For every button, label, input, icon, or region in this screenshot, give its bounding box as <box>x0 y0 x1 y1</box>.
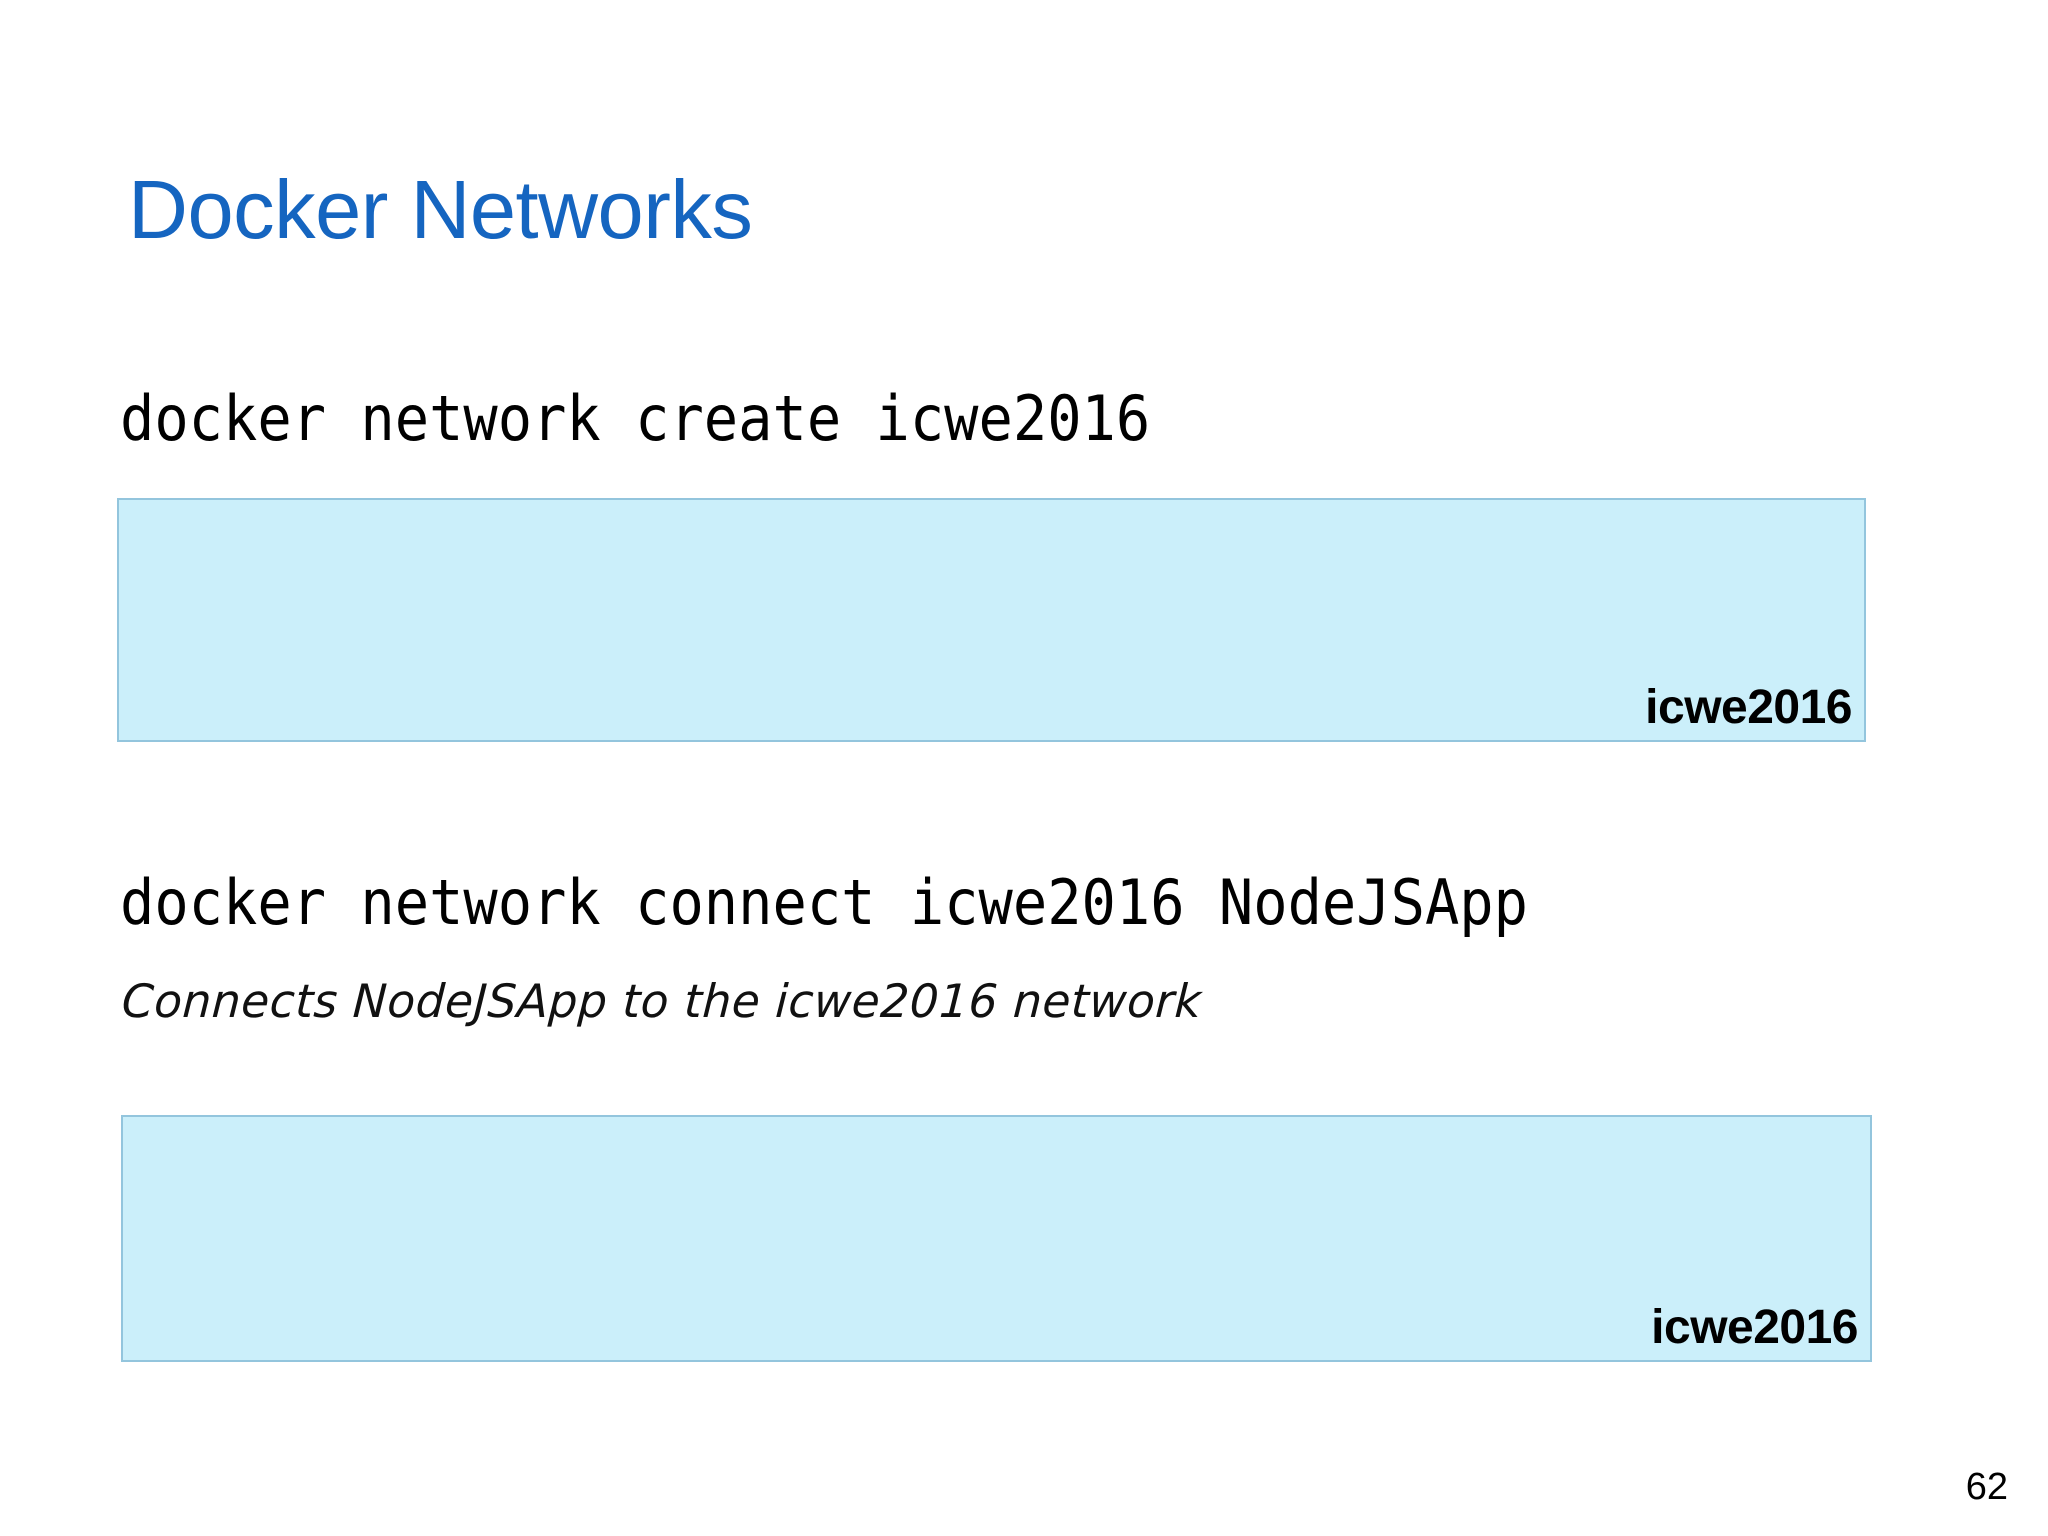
command-docker-network-connect: docker network connect icwe2016 NodeJSAp… <box>120 866 1528 939</box>
network-box-label: icwe2016 <box>1645 681 1852 734</box>
page-number: 62 <box>1965 1466 2008 1508</box>
network-box-icwe2016-create: icwe2016 <box>117 498 1866 742</box>
annotation-connect-description: Connects NodeJSApp to the icwe2016 netwo… <box>120 974 1204 1028</box>
command-docker-network-create: docker network create icwe2016 <box>120 382 1151 455</box>
network-box-icwe2016-connect: icwe2016 <box>121 1115 1872 1362</box>
page-title: Docker Networks <box>128 163 753 256</box>
network-box-label: icwe2016 <box>1651 1301 1858 1354</box>
